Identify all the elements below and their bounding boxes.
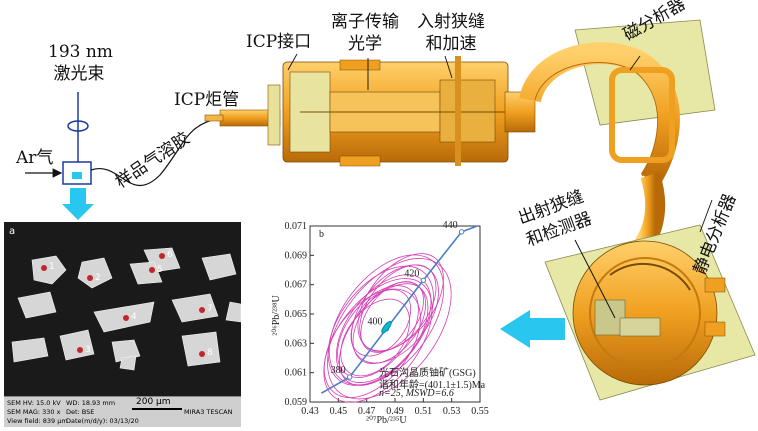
sem-date: Date(m/d/y): 03/13/20 — [66, 417, 139, 425]
y-tick-label: 0.059 — [285, 397, 308, 408]
age-marker — [458, 229, 465, 235]
age-marker — [420, 277, 427, 283]
laser-lens-icon — [67, 120, 89, 132]
age-label: 400 — [368, 317, 383, 328]
sem-scale-label: 200 μm — [136, 397, 171, 407]
arrow-left-icon — [500, 310, 565, 348]
spot-label: 6 — [167, 250, 173, 260]
age-marker — [346, 374, 353, 380]
ar-gas-label: Ar气 — [16, 148, 54, 168]
sem-panel-tag: a — [9, 226, 16, 237]
sem-mag: SEM MAG: 330 x — [7, 408, 61, 416]
y-tick-label: 0.067 — [285, 280, 308, 291]
age-label: 440 — [443, 220, 458, 231]
concordia-age: 谐和年龄=(401.1±1.5)Ma — [379, 380, 486, 391]
chart-panel-tag: b — [319, 229, 324, 240]
spot-label: 1 — [49, 262, 55, 272]
icp-interface-label: ICP接口 — [246, 32, 312, 52]
icp-torch-label: ICP炬管 — [174, 90, 240, 110]
data-ellipse — [327, 258, 452, 400]
concordia-chart-panel: 0.43 0.45 0.47 0.49 0.51 0.53 0.55 0.059 0.061 0.… — [262, 212, 492, 427]
y-tick-label: 0.071 — [285, 221, 308, 232]
spot-label: 7 — [207, 304, 213, 314]
icp-torch-assembly — [204, 84, 281, 146]
x-tick-label: 0.51 — [415, 406, 433, 417]
x-tick-label: 0.53 — [443, 406, 461, 417]
laser-wavelength-label: 193 nm — [48, 42, 113, 62]
laser-beam-label: 激光束 — [53, 64, 105, 84]
y-tick-label: 0.061 — [285, 368, 308, 379]
x-axis-label: ²⁰⁷Pb/²³⁵U — [366, 415, 407, 426]
electrostatic-analyzer — [544, 224, 756, 401]
ion-transfer-label-1: 离子传输 — [331, 12, 399, 32]
y-axis-label: ²⁰⁶Pb/²³⁸U — [270, 295, 282, 336]
x-tick-label: 0.45 — [330, 406, 348, 417]
laser-assembly — [25, 92, 221, 220]
sample-name: 光石沟晶质铀矿(GSG) — [379, 368, 476, 379]
sem-view: View field: 839 μm — [7, 417, 68, 425]
sample-stats: n=25, MSWD=6.6 — [379, 388, 454, 399]
plot-frame — [309, 225, 481, 403]
entrance-slit-label-2: 和加速 — [425, 34, 477, 54]
spot-label: 2 — [95, 273, 101, 283]
x-tick-label: 0.43 — [301, 406, 319, 417]
sem-spot-markers — [41, 253, 205, 357]
x-tick-label: 0.49 — [386, 406, 404, 417]
ion-transfer-label-2: 光学 — [348, 34, 382, 54]
aerosol-tube — [90, 117, 221, 187]
sem-brand: MIRA3 TESCAN — [184, 408, 233, 416]
age-label: 380 — [331, 365, 346, 376]
spot-label: 8 — [207, 348, 213, 358]
data-ellipse — [357, 253, 444, 352]
sem-wd: WD: 18.93 mm — [66, 399, 116, 407]
sem-hv: SEM HV: 15.0 kV — [7, 399, 61, 407]
x-tick-label: 0.55 — [471, 406, 489, 417]
y-tick-label: 0.069 — [285, 250, 308, 261]
concordia-curve — [320, 225, 478, 394]
concordia-plot: 0.43 0.45 0.47 0.49 0.51 0.53 0.55 0.059 0.061 0.… — [285, 220, 489, 417]
y-tick-label: 0.065 — [285, 309, 308, 320]
spot-label: 4 — [131, 312, 137, 322]
data-ellipse — [323, 288, 421, 399]
mean-age-ellipse — [381, 320, 392, 334]
x-tick-label: 0.47 — [358, 406, 376, 417]
sem-info-bar: SEM HV: 15.0 kV WD: 18.93 mm SEM MAG: 33… — [4, 396, 241, 427]
sample-target-icon — [72, 172, 82, 179]
sem-grains — [11, 247, 241, 371]
spot-label: 5 — [157, 265, 163, 275]
entrance-slit-label-1: 入射狭缝 — [417, 12, 485, 32]
spot-label: 3 — [85, 345, 91, 355]
leader-lines — [287, 53, 713, 233]
age-label: 420 — [404, 268, 419, 279]
magnetic-analyzer — [519, 19, 716, 187]
sem-image-panel: a 1 2 3 4 5 6 7 8 SEM HV: 15.0 kV WD: 18… — [4, 222, 241, 427]
data-ellipse — [327, 265, 434, 386]
mass-spec-body — [282, 56, 536, 167]
sem-scale-bar — [132, 408, 182, 410]
data-ellipse — [360, 281, 424, 353]
sem-det: Det: BSE — [66, 408, 95, 416]
y-tick-label: 0.063 — [285, 338, 308, 349]
arrow-down-icon — [62, 188, 94, 220]
data-ellipse — [350, 289, 412, 357]
